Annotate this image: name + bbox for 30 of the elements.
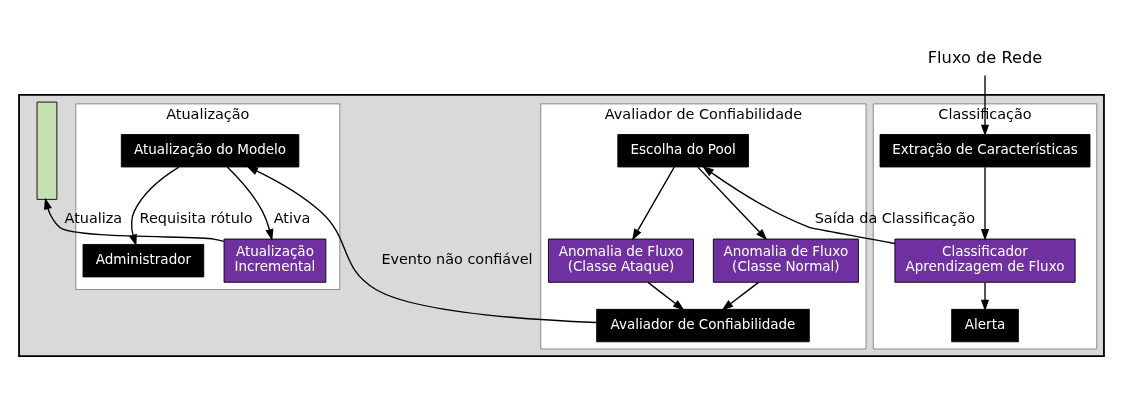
node-text: Fluxo de Rede: [927, 47, 1043, 67]
edge-label: Saída da Classificação: [814, 209, 976, 226]
arrow: [980, 165, 990, 241]
node-box: Anomalia de Fluxo (Classe Ataque): [547, 238, 694, 283]
node-box: Administrador: [82, 243, 205, 277]
node-box: Atualização Incremental: [223, 238, 327, 283]
arrow: [246, 165, 598, 323]
arrow: [697, 165, 768, 240]
edge-label: Ativa: [273, 209, 311, 226]
arrow: [226, 165, 274, 241]
node-box: Avaliador de Confiabilidade: [596, 308, 810, 342]
node-band: [36, 101, 58, 200]
node-box: Extração de Características: [879, 133, 1091, 167]
edge-label: Atualiza: [64, 209, 123, 226]
arrow: [980, 74, 990, 136]
cluster: [18, 93, 1105, 357]
arrow: [721, 281, 760, 310]
node-box: Escolha do Pool: [617, 133, 749, 167]
arrow: [702, 165, 896, 244]
arrow: [647, 281, 685, 310]
node-box: Alerta: [951, 308, 1019, 342]
arrow: [129, 166, 180, 246]
arrow: [980, 281, 990, 311]
arrow: [44, 197, 225, 242]
node-box: Atualização do Modelo: [120, 133, 300, 167]
node-box: Classificador Aprendizagem de Fluxo: [894, 238, 1076, 283]
arrow: [632, 165, 675, 240]
edge-label: Requisita rótulo: [139, 209, 253, 226]
edge-label: Evento não confiável: [381, 250, 533, 267]
node-box: Anomalia de Fluxo (Classe Normal): [712, 238, 859, 283]
